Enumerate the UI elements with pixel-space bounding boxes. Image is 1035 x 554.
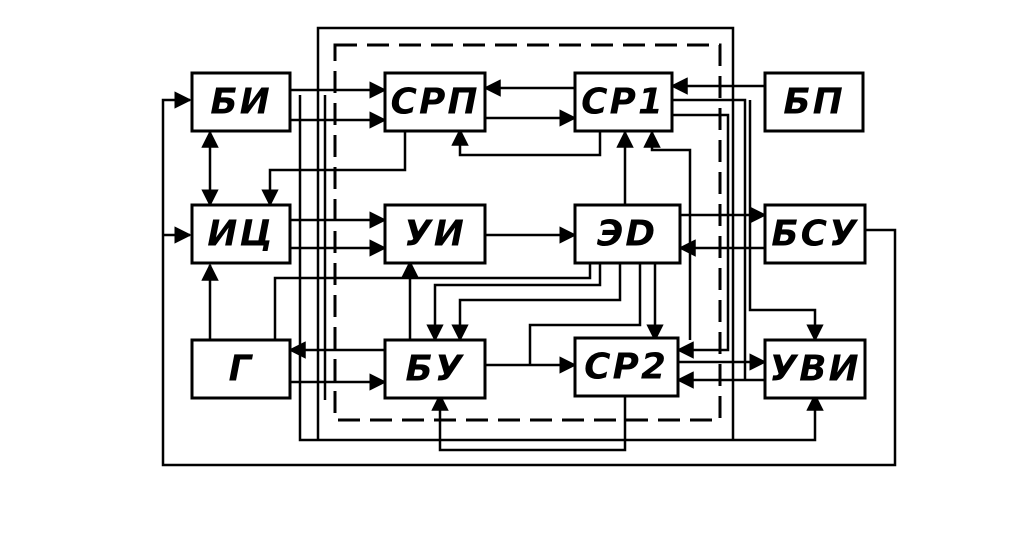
block-ed-label: ЭD (597, 214, 657, 255)
block-bsu: БСУ (763, 203, 867, 265)
block-bu: БУ (383, 338, 487, 400)
dashed-boundary (333, 43, 722, 422)
block-bi-label: БИ (210, 82, 272, 123)
block-g: Г (190, 338, 292, 400)
block-sr1: СР1 (573, 71, 674, 133)
block-ui: УИ (383, 203, 487, 265)
block-uvi: УВИ (763, 338, 867, 400)
block-bp: БП (763, 71, 865, 133)
block-sr1-label: СР1 (581, 82, 665, 123)
block-sr2-label: СР2 (584, 347, 668, 388)
block-srp-label: СРП (391, 82, 480, 123)
top-loop-line (316, 26, 735, 440)
block-g-label: Г (229, 349, 254, 390)
block-bsu-label: БСУ (771, 214, 859, 255)
block-bi: БИ (190, 71, 292, 133)
block-ed: ЭD (573, 203, 682, 265)
block-bu-label: БУ (405, 349, 464, 390)
block-ic: ИЦ (190, 203, 292, 265)
block-ic-label: ИЦ (207, 214, 275, 255)
block-srp: СРП (383, 71, 487, 133)
block-ui-label: УИ (404, 214, 466, 255)
connections (161, 77, 897, 467)
block-uvi-label: УВИ (769, 349, 860, 390)
block-bp-label: БП (783, 82, 845, 123)
block-sr2: СР2 (573, 336, 680, 398)
